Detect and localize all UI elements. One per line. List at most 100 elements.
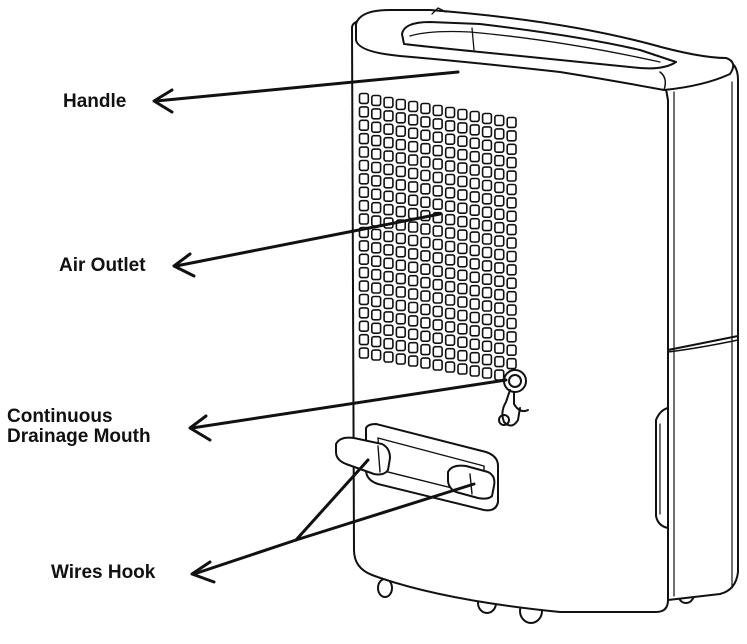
- vent-hole: [506, 277, 517, 289]
- vent-hole: [407, 181, 419, 193]
- air-outlet-grid: [358, 92, 517, 383]
- vent-hole: [457, 336, 468, 348]
- vent-hole: [370, 295, 382, 308]
- vent-hole: [370, 255, 382, 267]
- vent-hole: [358, 213, 370, 225]
- vent-hole: [444, 120, 456, 132]
- vent-hole: [494, 195, 505, 207]
- vent-hole: [407, 100, 419, 113]
- vent-hole: [432, 131, 443, 144]
- vent-hole: [420, 142, 431, 155]
- vent-hole: [481, 327, 493, 339]
- label-air-outlet: Air Outlet: [59, 255, 146, 276]
- vent-hole: [395, 232, 406, 245]
- wires-hook-assembly: [335, 423, 499, 512]
- vent-hole: [469, 110, 480, 123]
- vent-hole: [358, 333, 370, 346]
- vent-hole: [358, 347, 370, 359]
- vent-hole: [383, 150, 394, 162]
- vent-hole: [432, 292, 443, 304]
- vent-hole: [469, 217, 480, 230]
- vent-hole: [420, 169, 431, 182]
- vent-hole: [420, 357, 431, 369]
- vent-hole: [383, 110, 394, 122]
- vent-hole: [420, 223, 431, 235]
- vent-hole: [506, 264, 517, 276]
- vent-hole: [395, 192, 406, 205]
- vent-hole: [506, 183, 517, 196]
- vent-hole: [420, 102, 431, 115]
- vent-hole: [370, 349, 382, 361]
- vent-hole: [407, 261, 419, 273]
- vent-hole: [506, 116, 517, 129]
- label-wires-hook: Wires Hook: [51, 562, 156, 583]
- vent-hole: [494, 181, 505, 194]
- label-drainage-line1: Continuous: [7, 406, 113, 427]
- vent-hole: [444, 294, 456, 306]
- vent-hole: [494, 168, 505, 180]
- vent-hole: [481, 367, 493, 379]
- vent-hole: [395, 98, 406, 111]
- vent-hole: [444, 280, 456, 293]
- vent-hole: [457, 215, 468, 228]
- vent-hole: [444, 146, 456, 159]
- vent-hole: [370, 188, 382, 201]
- vent-hole: [469, 137, 480, 150]
- vent-hole: [444, 160, 456, 172]
- vent-hole: [457, 108, 468, 121]
- vent-hole: [358, 106, 370, 118]
- vent-hole: [469, 244, 480, 257]
- vent-hole: [444, 321, 456, 333]
- vent-hole: [420, 343, 431, 356]
- vent-hole: [494, 208, 505, 221]
- vent-hole: [469, 298, 480, 310]
- vent-hole: [432, 332, 443, 344]
- vent-hole: [469, 271, 480, 283]
- vent-hole: [506, 197, 517, 209]
- vent-hole: [407, 355, 419, 367]
- vent-hole: [444, 213, 456, 226]
- vent-hole: [444, 334, 456, 346]
- vent-hole: [432, 345, 443, 358]
- vent-hole: [506, 357, 517, 370]
- vent-hole: [494, 221, 505, 234]
- vent-hole: [370, 121, 382, 134]
- vent-hole: [383, 324, 394, 336]
- vent-hole: [457, 229, 468, 241]
- vent-hole: [383, 123, 394, 136]
- vent-hole: [407, 140, 419, 153]
- vent-hole: [457, 189, 468, 201]
- vent-hole: [481, 166, 493, 178]
- vent-hole: [444, 254, 456, 266]
- vent-hole: [407, 167, 419, 180]
- vent-hole: [481, 193, 493, 205]
- vent-hole: [395, 272, 406, 285]
- vent-hole: [494, 355, 505, 368]
- vent-hole: [457, 162, 468, 174]
- vent-hole: [469, 191, 480, 203]
- vent-hole: [432, 144, 443, 157]
- vent-hole: [457, 296, 468, 308]
- vent-hole: [407, 248, 419, 260]
- vent-hole: [358, 266, 370, 279]
- vent-hole: [457, 323, 468, 335]
- vent-hole: [481, 340, 493, 352]
- label-continuous-drainage-mouth: Continuous Drainage Mouth: [7, 407, 151, 447]
- vent-hole: [457, 202, 468, 215]
- vent-hole: [432, 359, 443, 371]
- vent-hole: [407, 288, 419, 300]
- vent-hole: [383, 177, 394, 189]
- vent-hole: [457, 135, 468, 148]
- vent-hole: [432, 211, 443, 224]
- vent-hole: [506, 130, 517, 142]
- vent-hole: [420, 236, 431, 249]
- vent-hole: [506, 170, 517, 182]
- vent-hole: [432, 158, 443, 170]
- vent-hole: [358, 159, 370, 172]
- vent-hole: [506, 210, 517, 223]
- vent-hole: [420, 116, 431, 128]
- vent-hole: [407, 221, 419, 233]
- vent-hole: [407, 194, 419, 207]
- vent-hole: [395, 165, 406, 178]
